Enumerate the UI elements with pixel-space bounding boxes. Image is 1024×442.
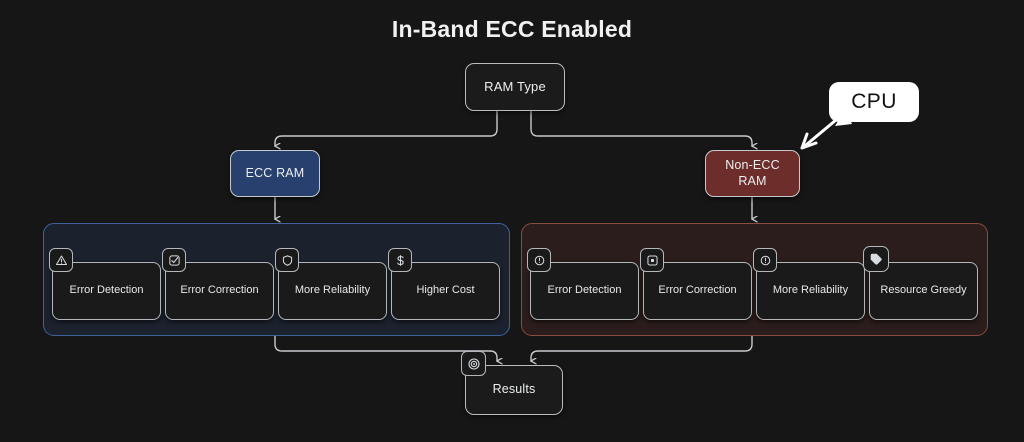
card-label: More Reliability [294, 284, 371, 297]
dollar-icon [388, 248, 412, 272]
card-non-ecc-resource-greedy[interactable]: Resource Greedy [863, 246, 978, 320]
target-icon [461, 351, 486, 376]
shield-icon [275, 248, 299, 272]
node-label: Non-ECC RAM [725, 157, 780, 188]
circle-exclaim-icon [753, 248, 777, 272]
square-x-icon [640, 248, 664, 272]
card-label: Error Correction [658, 284, 737, 297]
node-label: Results [492, 382, 536, 397]
circle-dot-icon [527, 248, 551, 272]
card-non-ecc-error-correction[interactable]: Error Correction [640, 248, 752, 320]
card-ecc-error-correction[interactable]: Error Correction [162, 248, 274, 320]
card-non-ecc-error-detection[interactable]: Error Detection [527, 248, 639, 320]
card-label: Error Detection [547, 284, 622, 297]
node-results[interactable]: Results [461, 351, 563, 415]
check-square-icon [162, 248, 186, 272]
card-ecc-more-reliability[interactable]: More Reliability [275, 248, 387, 320]
node-ecc-ram[interactable]: ECC RAM [230, 150, 320, 197]
node-ram-type[interactable]: RAM Type [465, 63, 565, 111]
card-non-ecc-more-reliability[interactable]: More Reliability [753, 248, 865, 320]
card-label: Error Detection [69, 284, 144, 297]
warning-triangle-icon [49, 248, 73, 272]
callout-pointer-line [804, 118, 838, 147]
tag-icon [863, 246, 889, 272]
node-label: RAM Type [484, 78, 546, 94]
card-ecc-higher-cost[interactable]: Higher Cost [388, 248, 500, 320]
card-label: More Reliability [772, 284, 849, 297]
card-ecc-error-detection[interactable]: Error Detection [49, 248, 161, 320]
node-label: ECC RAM [245, 165, 305, 180]
page-title: In-Band ECC Enabled [391, 16, 633, 42]
cpu-callout-label: CPU [851, 90, 897, 113]
cpu-callout-tooltip[interactable]: CPU [829, 82, 919, 122]
callout-pointer-arrowhead [800, 132, 818, 150]
card-label: Higher Cost [416, 284, 475, 297]
card-label: Resource Greedy [880, 284, 967, 297]
node-non-ecc-ram[interactable]: Non-ECC RAM [705, 150, 800, 197]
card-label: Error Correction [180, 284, 259, 297]
